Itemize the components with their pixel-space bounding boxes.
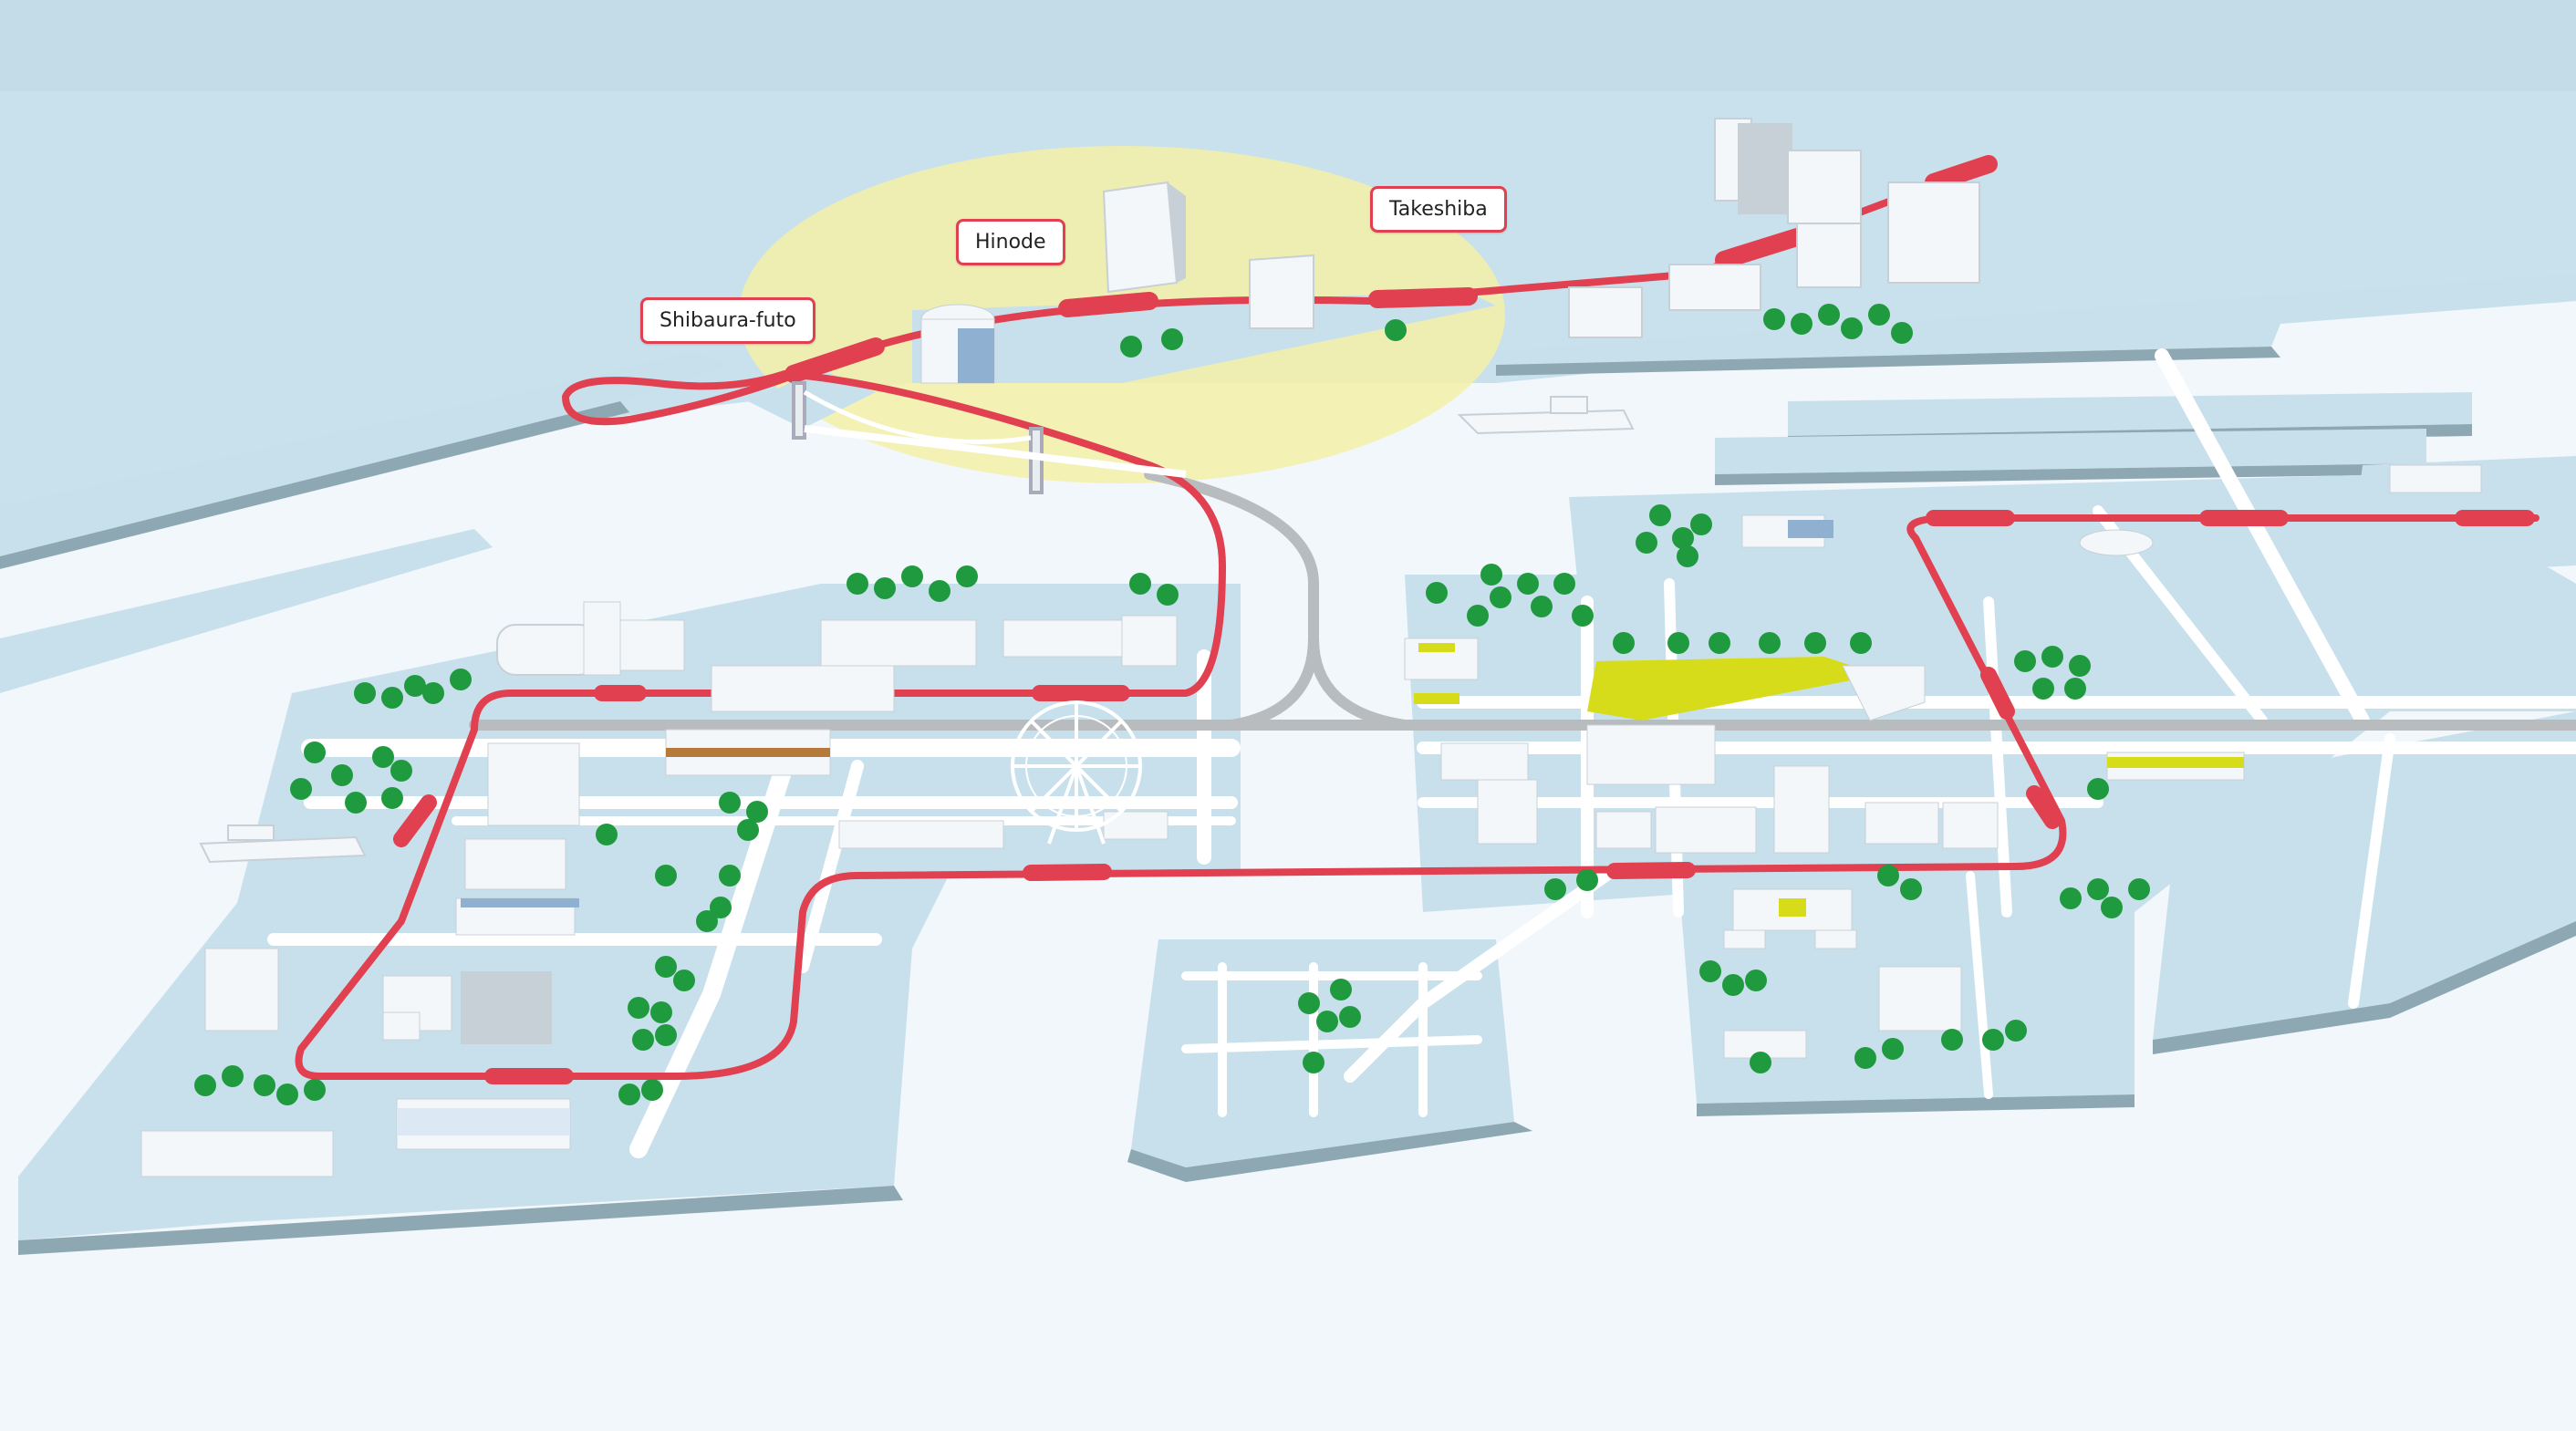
rail-line [295, 155, 2540, 1084]
pier-right-2 [1715, 429, 2426, 474]
expressway [469, 469, 2576, 731]
station-label-takeshiba[interactable]: Takeshiba [1370, 186, 1507, 233]
station-label-shibaura-futo[interactable]: Shibaura-futo [640, 297, 815, 344]
pier-right-2-edge [1715, 463, 2426, 485]
island-south-edge [1127, 1122, 1532, 1182]
pier-right-1 [1788, 392, 2472, 436]
suspension-bridge-icon [792, 381, 1187, 494]
island-far-right [2153, 711, 2576, 1040]
ferris-wheel-icon [1011, 700, 1142, 845]
island-right-edge [1697, 1094, 2135, 1116]
island-west-edge [18, 1186, 903, 1255]
platform-far-top-right [1925, 155, 1998, 192]
pier-top-right [1496, 274, 2576, 365]
building-icon [140, 118, 2482, 1177]
ship-icon [199, 396, 1635, 864]
platform-hinode [1058, 292, 1158, 317]
platform-takeshiba [1368, 287, 1478, 308]
pier-top-right-edge [1496, 347, 2280, 376]
platform-shibaura-futo [784, 337, 885, 383]
quay-left-lower [0, 529, 493, 693]
station-label-hinode[interactable]: Hinode [956, 219, 1065, 265]
platform-top-right [1715, 228, 1806, 269]
sky-strip [0, 0, 2576, 91]
quay-left-edge [0, 401, 629, 569]
tree-icon [194, 304, 2150, 1105]
island-far-right-edge [2153, 921, 2576, 1054]
quay-left [0, 351, 730, 556]
